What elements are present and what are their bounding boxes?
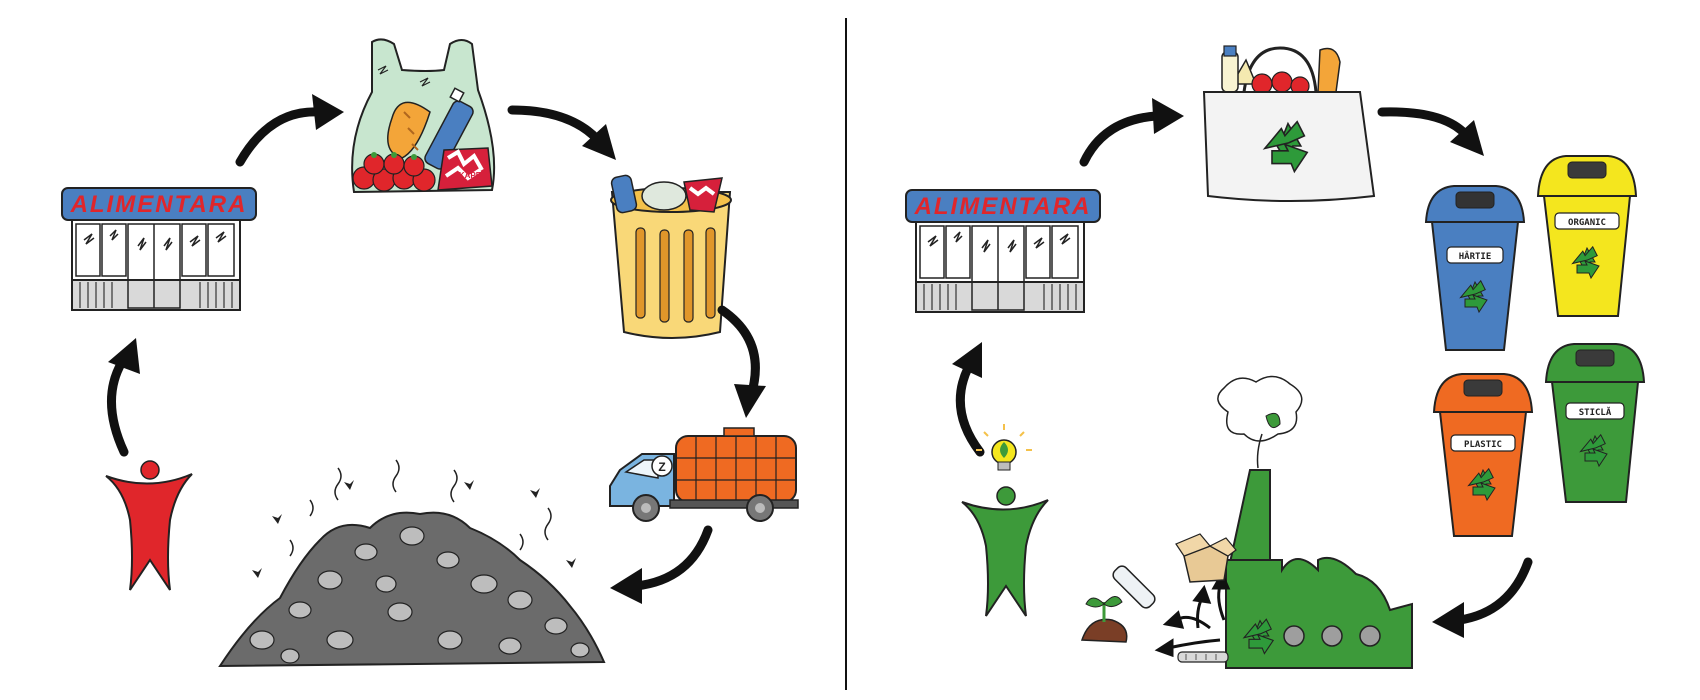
store-left: ALIMENTARA xyxy=(61,187,257,311)
arrow-bins-to-factory xyxy=(1432,557,1533,638)
store-right: ALIMENTARA xyxy=(905,189,1101,313)
arrow-person-to-store-right xyxy=(952,342,985,457)
factory-output-arrows xyxy=(1154,570,1231,658)
arrow-truck-to-landfill xyxy=(610,525,713,604)
bin-label: HÂRTIE xyxy=(1459,250,1492,262)
recycling-factory xyxy=(1177,375,1413,669)
plastic-bag: KAPE xyxy=(351,38,496,194)
reusable-tote-bag xyxy=(1202,45,1376,202)
trash-can xyxy=(610,174,732,339)
arrow-tote-to-bins xyxy=(1377,107,1484,156)
bin-plastic: PLASTIC xyxy=(1432,373,1534,537)
arrow-store-to-bag xyxy=(235,94,344,167)
cardboard-box xyxy=(1175,533,1237,583)
bin-label: STICLĂ xyxy=(1579,406,1612,418)
bin-label: ORGANIC xyxy=(1568,218,1606,228)
lightbulb-icon xyxy=(976,424,1032,471)
person-red xyxy=(105,460,193,591)
plastic-bottle xyxy=(1112,565,1156,609)
soil-sprout xyxy=(1080,596,1128,643)
bin-hartie: HÂRTIE xyxy=(1424,185,1526,351)
left-panel: ALIMENTARA KAPE xyxy=(61,38,799,668)
bin-sticla: STICLĂ xyxy=(1544,343,1646,503)
bin-label: PLASTIC xyxy=(1464,440,1502,450)
garbage-truck: Z xyxy=(609,427,799,522)
truck-badge: Z xyxy=(658,460,665,474)
store-sign-left: ALIMENTARA xyxy=(70,191,248,218)
arrow-store-to-tote xyxy=(1079,98,1184,167)
person-green xyxy=(961,424,1049,617)
recycling-bins: HÂRTIE ORGANIC PLASTIC xyxy=(1424,155,1646,537)
bag-brand: KAPE xyxy=(459,171,482,180)
right-panel: ALIMENTARA xyxy=(905,45,1646,669)
arrow-trash-to-truck xyxy=(717,305,766,418)
store-sign-right: ALIMENTARA xyxy=(914,193,1092,220)
landfill-pile xyxy=(218,459,606,668)
bin-organic: ORGANIC xyxy=(1536,155,1638,317)
arrow-person-to-store-left xyxy=(107,338,140,457)
arrow-bag-to-trash xyxy=(507,105,616,160)
